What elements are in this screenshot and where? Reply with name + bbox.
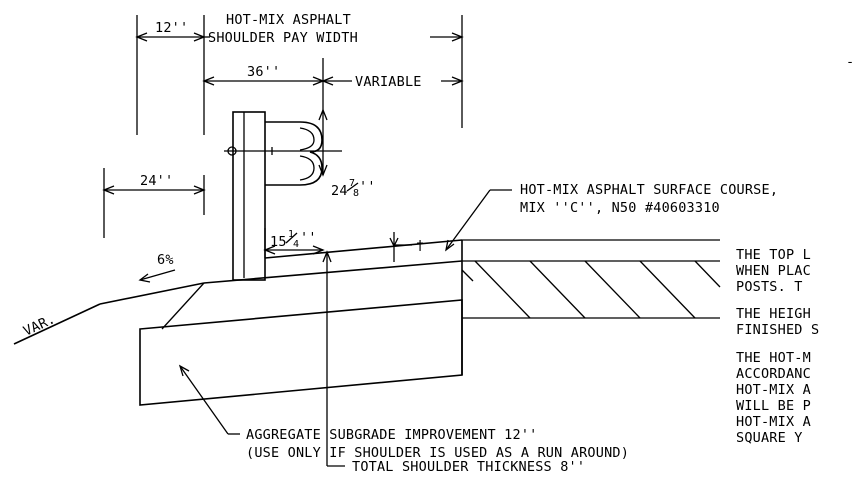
slope-label: 6% bbox=[157, 252, 174, 268]
subgrade-line2: (USE ONLY IF SHOULDER IS USED AS A RUN A… bbox=[246, 445, 629, 461]
corner-mark: - bbox=[846, 54, 854, 70]
svg-text:'': '' bbox=[300, 230, 317, 246]
dimension-12-inch: 12'' bbox=[135, 20, 206, 42]
subgrade-callout: AGGREGATE SUBGRADE IMPROVEMENT 12'' (USE… bbox=[178, 364, 629, 461]
dimension-36-inch: 36'' bbox=[202, 64, 325, 86]
note-line: WHEN PLAC bbox=[736, 263, 811, 279]
note-line: THE TOP L bbox=[736, 247, 811, 263]
note-line: THE HOT-M bbox=[736, 350, 811, 366]
note-line: THE HEIGH bbox=[736, 306, 811, 322]
var-label: VAR. bbox=[21, 311, 58, 340]
svg-text:4: 4 bbox=[293, 239, 299, 250]
surface-course-callout: HOT-MIX ASPHALT SURFACE COURSE, MIX ''C'… bbox=[445, 182, 778, 252]
dimension-24-label: 24'' bbox=[140, 173, 173, 189]
surface-course-line1: HOT-MIX ASPHALT SURFACE COURSE, bbox=[520, 182, 778, 198]
variable-label: VARIABLE bbox=[355, 74, 422, 90]
dimension-24-7-8-label: 24 7 8 '' bbox=[318, 108, 376, 199]
dimension-36-label: 36'' bbox=[247, 64, 280, 80]
dimension-variable: VARIABLE bbox=[321, 74, 464, 90]
svg-text:8: 8 bbox=[353, 188, 359, 199]
note-line: FINISHED S bbox=[736, 322, 819, 338]
extension-lines bbox=[103, 15, 463, 238]
dagger-dimension: † bbox=[389, 232, 424, 262]
svg-text:7: 7 bbox=[349, 178, 355, 189]
shoulder-pay-label-line1: HOT-MIX ASPHALT bbox=[226, 12, 351, 28]
dimension-12-label: 12'' bbox=[155, 20, 188, 36]
note-line: ACCORDANC bbox=[736, 366, 811, 382]
svg-text:'': '' bbox=[359, 179, 376, 195]
shoulder-pay-label-line2: SHOULDER PAY WIDTH bbox=[208, 30, 358, 46]
svg-text:1: 1 bbox=[288, 229, 294, 240]
note-line: HOT-MIX A bbox=[736, 414, 811, 430]
note-line: HOT-MIX A bbox=[736, 382, 811, 398]
note-line: WILL BE P bbox=[736, 398, 811, 414]
slope-callout: 6% VAR. bbox=[21, 252, 176, 340]
dimension-15-1-4: 15 1 4 '' bbox=[263, 228, 325, 258]
cross-section bbox=[13, 239, 721, 406]
dimension-shoulder-pay-width: HOT-MIX ASPHALT SHOULDER PAY WIDTH bbox=[204, 12, 464, 46]
svg-text:24: 24 bbox=[331, 183, 348, 199]
surface-course-line2: MIX ''C'', N50 #40603310 bbox=[520, 200, 720, 216]
notes-block: THE TOP L WHEN PLAC POSTS. T THE HEIGH F… bbox=[736, 247, 819, 446]
dimension-24-inch: 24'' bbox=[102, 173, 206, 195]
thickness-label: TOTAL SHOULDER THICKNESS 8'' bbox=[352, 459, 585, 475]
note-line: POSTS. T bbox=[736, 279, 803, 295]
note-line: SQUARE Y bbox=[736, 430, 803, 446]
guardrail-post bbox=[224, 111, 342, 281]
svg-text:15: 15 bbox=[270, 234, 287, 250]
dagger-label: † bbox=[416, 238, 424, 254]
subgrade-line1: AGGREGATE SUBGRADE IMPROVEMENT 12'' bbox=[246, 427, 537, 443]
